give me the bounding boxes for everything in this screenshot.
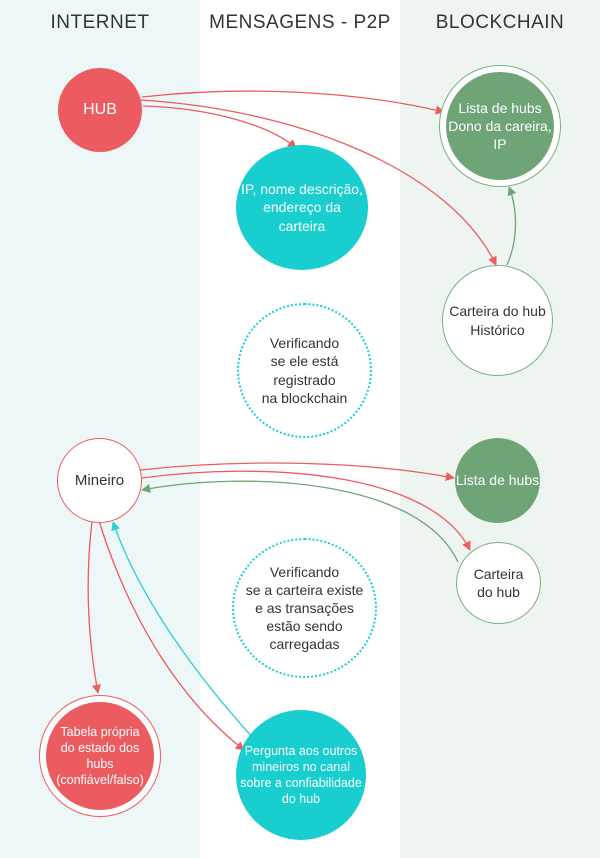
hub-node-label: HUB — [83, 100, 117, 118]
edge-hub-to-ipinfo — [142, 105, 297, 149]
ip-info-label: IP, nome descrição, endereço da carteira — [241, 181, 363, 234]
column-title-internet: INTERNET — [50, 12, 150, 33]
ip-info-node: IP, nome descrição, endereço da carteira — [236, 145, 368, 270]
edge-miner-to-wallet — [141, 470, 471, 551]
edge-miner-to-askminers — [98, 520, 245, 751]
hub-list-top-node: Lista de hubs Dono da careira, IP — [439, 65, 561, 187]
edge-hub-to-hublist — [141, 90, 445, 115]
edge-wallet-to-miner — [141, 480, 459, 563]
verify-wallet-label: Verificando se a carteira existe e as tr… — [245, 563, 364, 653]
edge-miner-to-hublist — [139, 462, 455, 481]
hub-list-bottom-node: Lista de hubs — [455, 438, 540, 523]
hub-list-bottom-label: Lista de hubs — [455, 472, 540, 489]
hub-wallet-history-label: Carteira do hub Histórico — [449, 303, 546, 338]
miner-label: Mineiro — [74, 471, 125, 489]
miner-node: Mineiro — [57, 438, 142, 523]
status-table-node: Tabela própria do estado dos hubs (confi… — [39, 695, 161, 817]
hub-wallet-label: Carteira do hub — [473, 565, 524, 600]
column-title-p2p: MENSAGENS - P2P — [209, 12, 391, 33]
verify-registered-node: Verificando se ele está registrado na bl… — [237, 303, 372, 438]
hub-list-top-label: Lista de hubs Dono da careira, IP — [448, 99, 552, 153]
edge-askminers-to-miner — [111, 521, 256, 741]
hub-wallet-node: Carteira do hub — [456, 542, 541, 624]
verify-registered-label: Verificando se ele está registrado na bl… — [261, 335, 348, 406]
ask-miners-label: Pergunta aos outros mineiros no canal so… — [240, 743, 362, 807]
status-table-label: Tabela própria do estado dos hubs (confi… — [56, 724, 144, 788]
edge-hub-to-wallethistory — [140, 99, 497, 266]
verify-wallet-node: Verificando se a carteira existe e as tr… — [232, 538, 377, 678]
edge-wallethistory-to-hublist — [506, 186, 517, 266]
ask-miners-node: Pergunta aos outros mineiros no canal so… — [236, 710, 366, 840]
column-title-blockchain: BLOCKCHAIN — [435, 12, 565, 33]
hub-node: HUB — [58, 68, 142, 152]
column-blockchain: BLOCKCHAIN — [400, 0, 600, 858]
hub-wallet-history-node: Carteira do hub Histórico — [442, 265, 553, 376]
edge-miner-to-statustable — [87, 520, 101, 694]
